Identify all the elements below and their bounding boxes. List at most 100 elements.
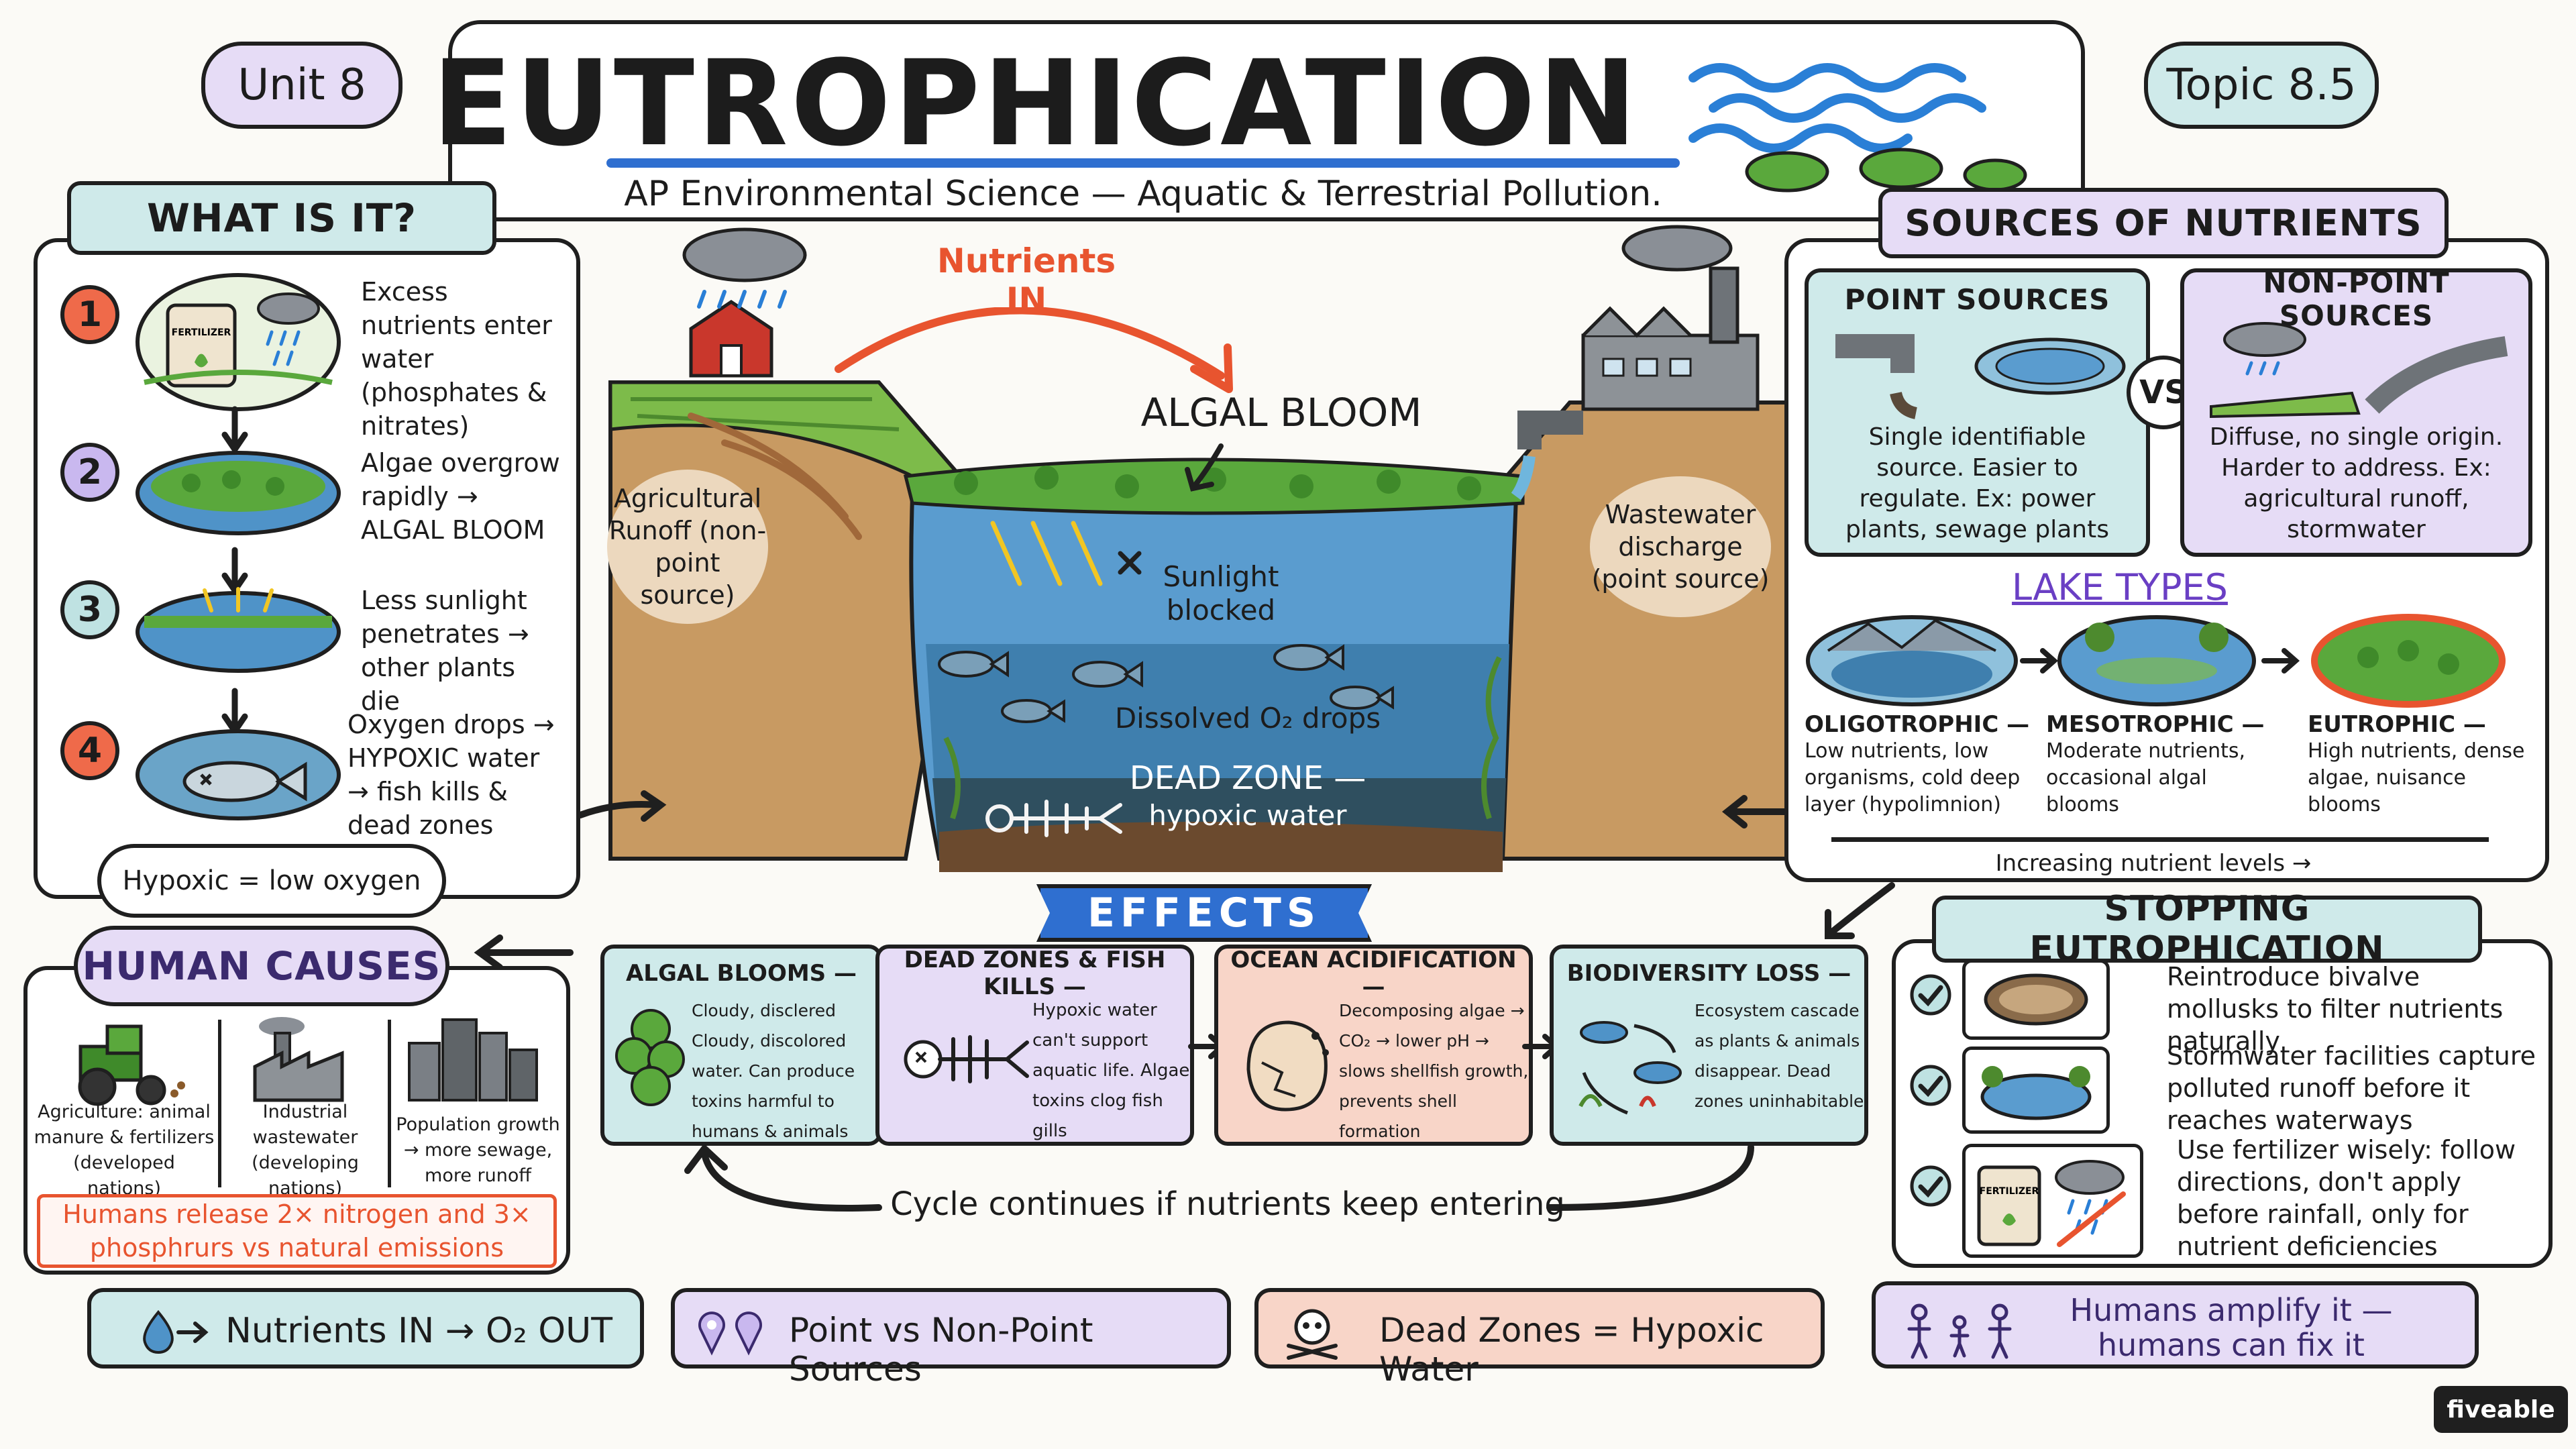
location-pins-icon xyxy=(698,1311,762,1356)
human-release-callout: Humans release 2× nitrogen and 3× phosph… xyxy=(37,1194,557,1268)
effect-card-biodiversity-loss: BIODIVERSITY LOSS — Ecosystem cascade as… xyxy=(1550,945,1868,1146)
sunlight-pond-icon xyxy=(136,587,341,673)
skull-crossbones-icon xyxy=(1287,1309,1338,1360)
check-icon xyxy=(1910,1165,1951,1207)
step-arrow-down xyxy=(221,406,248,453)
fish-skeleton-icon xyxy=(904,1035,1029,1083)
human-causes-arrow-in xyxy=(474,934,574,971)
nutrients-in-arrow xyxy=(835,306,1233,393)
footer-humans: Humans amplify it — humans can fix it xyxy=(1872,1281,2479,1368)
ag-runoff-label: Agricultural Runoff (non-point source) xyxy=(607,470,768,624)
cracked-shell-icon xyxy=(1246,1020,1329,1112)
footer-nutrients-text: Nutrients IN → O₂ OUT xyxy=(225,1311,612,1351)
footer-point-text: Point vs Non-Point Sources xyxy=(789,1311,1093,1389)
effect-title: BIODIVERSITY LOSS — xyxy=(1566,960,1851,987)
lake-types-heading: LAKE TYPES xyxy=(2012,566,2228,608)
effect-title: ALGAL BLOOMS — xyxy=(625,960,857,987)
cause-agriculture-text: Agriculture: animal manure & fertilizers… xyxy=(34,1102,215,1199)
cycle-label: Cycle continues if nutrients keep enteri… xyxy=(890,1185,1565,1223)
title-underline xyxy=(606,158,1680,168)
arrow-right xyxy=(2020,648,2059,674)
family-icon xyxy=(1907,1303,2012,1359)
retention-pond-icon xyxy=(1980,1066,2092,1120)
oligotrophic-desc: OLIGOTROPHIC — Low nutrients, low organi… xyxy=(1805,711,2033,832)
effect-text: Ecosystem cascade as plants & animals di… xyxy=(1695,1001,1864,1111)
footer-dead-zones: Dead Zones = Hypoxic Water xyxy=(1254,1288,1825,1389)
mesotrophic-text: Moderate nutrients, occasional algal blo… xyxy=(2046,739,2246,816)
effect-card-ocean-acidification: OCEAN ACIDIFICATION — Decomposing algae … xyxy=(1214,945,1533,1146)
pipe-treatment-icon xyxy=(1835,334,2126,419)
human-release-text: Humans release 2× nitrogen and 3× phosph… xyxy=(62,1199,531,1263)
title-banner: EUTROPHICATION AP Environmental Science … xyxy=(431,20,2085,221)
oligotrophic-lake-icon xyxy=(1806,615,2018,706)
stopping-heading: STOPPING EUTROPHICATION xyxy=(1932,889,2482,969)
footer-dead-zones-text: Dead Zones = Hypoxic Water xyxy=(1379,1311,1764,1389)
human-causes-title: HUMAN CAUSES xyxy=(82,943,441,989)
algae-cluster-icon xyxy=(615,1009,685,1106)
water-drop-icon xyxy=(143,1309,209,1354)
nutrients-in-label: Nutrients IN xyxy=(912,241,1140,319)
point-sources-text: Single identifiable source. Easier to re… xyxy=(1845,423,2109,543)
algae-pond-icon xyxy=(136,451,341,535)
eutrophic-desc: EUTROPHIC — High nutrients, dense algae,… xyxy=(2308,711,2529,832)
cause-industrial-text: Industrial wastewater (developing nation… xyxy=(252,1102,359,1199)
fertilizer-rain-icon: FERTILIZER xyxy=(136,273,341,411)
nutrient-axis-label: Increasing nutrient levels → xyxy=(1995,850,2312,877)
step-1-number: 1 xyxy=(60,285,119,344)
eutrophic-name: EUTROPHIC — xyxy=(2308,711,2486,738)
brand-logo: fiveable xyxy=(2434,1386,2568,1433)
nonpoint-sources-title: NON-POINT SOURCES xyxy=(2263,266,2450,332)
hypoxic-note: Hypoxic = low oxygen xyxy=(97,844,446,918)
stopping-stormwater-text: Stormwater facilities capture polluted r… xyxy=(2167,1041,2536,1135)
fertilizer-cloud-icon: FERTILIZER xyxy=(1977,1160,2126,1247)
step-2-number: 2 xyxy=(60,443,119,502)
hypoxic-water-label: hypoxic water xyxy=(1148,798,1347,832)
city-buildings-icon xyxy=(408,1018,538,1102)
step-4-number: 4 xyxy=(60,721,119,780)
field-runoff-icon xyxy=(2210,322,2508,419)
algal-bloom-label: ALGAL BLOOM xyxy=(1140,390,1422,435)
unit-badge: Unit 8 xyxy=(201,42,402,129)
effects-title: EFFECTS xyxy=(1087,890,1322,936)
dead-zone-label: DEAD ZONE — xyxy=(1129,759,1366,797)
effect-text: Hypoxic water can't support aquatic life… xyxy=(1032,1000,1190,1141)
fertilizer-no-rain-icon: FERTILIZER xyxy=(1962,1144,2143,1258)
check-icon xyxy=(1910,1065,1951,1106)
effect-title: DEAD ZONES & FISH KILLS — xyxy=(904,947,1166,1000)
dead-fish-icon xyxy=(136,729,341,820)
step-3-number: 3 xyxy=(60,580,119,639)
check-icon xyxy=(1910,974,1951,1016)
effect-card-algal-blooms: ALGAL BLOOMS — Cloudy, disclered Cloudy,… xyxy=(600,945,882,1146)
fertilizer-bag-label: FERTILIZER xyxy=(172,327,231,338)
factory-icon xyxy=(253,1017,344,1102)
dissolved-o2-label: Dissolved O₂ drops xyxy=(1114,701,1381,735)
brand-text: fiveable xyxy=(2447,1395,2555,1424)
page-title: EUTROPHICATION xyxy=(431,34,1640,172)
topic-label: Topic 8.5 xyxy=(2166,60,2357,110)
arrow-right xyxy=(2261,648,2300,674)
point-sources-title: POINT SOURCES xyxy=(1844,282,2110,316)
mesotrophic-lake-icon xyxy=(2057,615,2256,706)
hypoxic-note-text: Hypoxic = low oxygen xyxy=(122,865,421,896)
nutrient-axis-line xyxy=(1831,837,2489,842)
stopping-title: STOPPING EUTROPHICATION xyxy=(2029,889,2385,969)
mesotrophic-desc: MESOTROPHIC — Moderate nutrients, occasi… xyxy=(2046,711,2267,832)
topic-badge: Topic 8.5 xyxy=(2144,42,2379,129)
what-is-it-title: WHAT IS IT? xyxy=(147,195,417,241)
step-1-text: Excess nutrients enter water (phosphates… xyxy=(361,277,552,441)
cause-population-text: Population growth → more sewage, more ru… xyxy=(396,1114,560,1186)
oligotrophic-name: OLIGOTROPHIC — xyxy=(1805,711,2030,738)
eutrophic-lake-icon xyxy=(2311,614,2506,708)
human-causes-heading: HUMAN CAUSES xyxy=(74,926,449,1006)
step-2-text: Algae overgrow rapidly → ALGAL BLOOM xyxy=(361,448,560,545)
stormwater-pond-icon xyxy=(1962,1046,2110,1134)
stopping-fertilizer-text: Use fertilizer wisely: follow directions… xyxy=(2177,1135,2516,1261)
nonpoint-sources-text: Diffuse, no single origin. Harder to add… xyxy=(2209,423,2504,543)
point-sources-card: POINT SOURCES Single identifiable source… xyxy=(1805,268,2150,557)
eutrophic-text: High nutrients, dense algae, nuisance bl… xyxy=(2308,739,2525,816)
tractor-icon xyxy=(78,1024,185,1106)
connector-arrow xyxy=(577,790,667,822)
sources-title: SOURCES OF NUTRIENTS xyxy=(1904,202,2422,244)
effects-arrow-in xyxy=(1825,882,1895,939)
effect-text: Decomposing algae → CO₂ → lower pH → slo… xyxy=(1339,1001,1529,1141)
